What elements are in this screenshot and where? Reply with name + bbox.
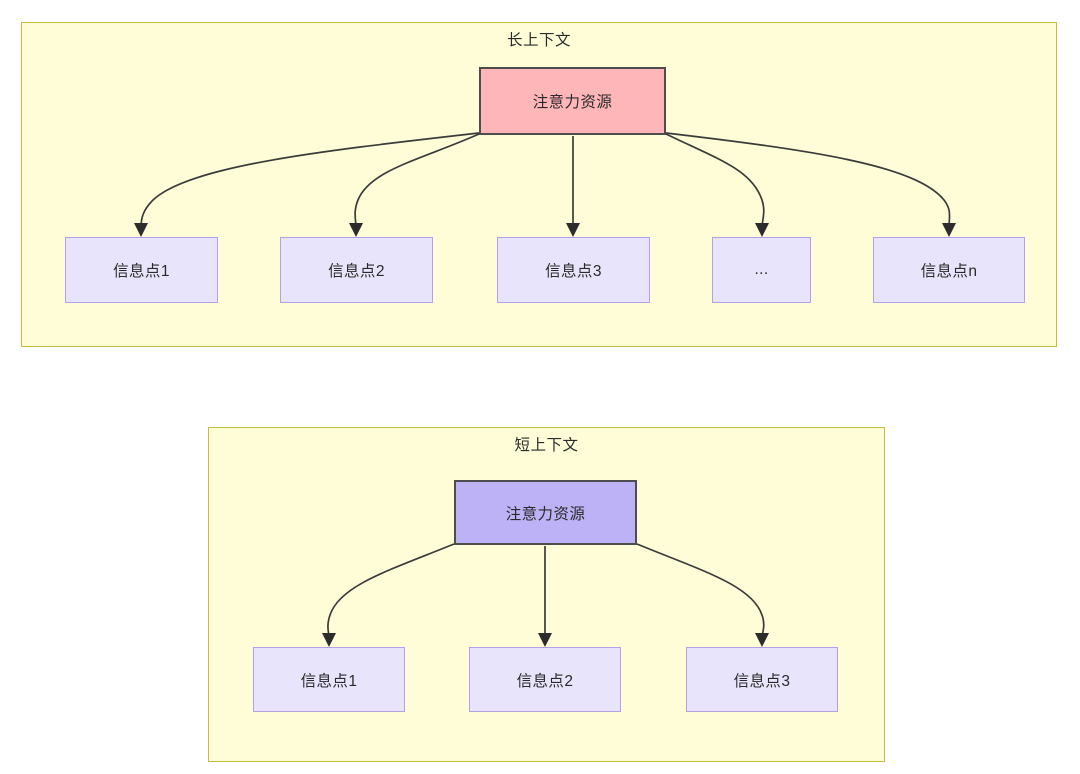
node-short-info-3-label: 信息点3 (733, 672, 791, 690)
node-attention-short[interactable]: 注意力资源 (454, 480, 637, 545)
node-short-info-2-label: 信息点2 (516, 672, 574, 690)
node-long-info-1[interactable]: 信息点1 (65, 237, 218, 303)
node-attention-long[interactable]: 注意力资源 (479, 67, 666, 135)
node-attention-short-label: 注意力资源 (505, 505, 586, 523)
node-short-info-1[interactable]: 信息点1 (253, 647, 405, 712)
node-long-info-n[interactable]: 信息点n (873, 237, 1025, 303)
node-short-info-1-label: 信息点1 (300, 672, 358, 690)
node-long-info-n-label: 信息点n (920, 263, 978, 280)
node-long-info-3-label: 信息点3 (545, 263, 602, 280)
node-long-info-1-label: 信息点1 (113, 263, 170, 280)
node-short-info-2[interactable]: 信息点2 (469, 647, 621, 712)
group-long-context-title: 长上下文 (506, 32, 571, 49)
node-short-info-3[interactable]: 信息点3 (686, 647, 838, 712)
group-short-context-title: 短上下文 (514, 437, 579, 454)
node-long-info-ellipsis[interactable]: ... (712, 237, 811, 303)
node-long-info-3[interactable]: 信息点3 (497, 237, 650, 303)
node-attention-long-label: 注意力资源 (532, 94, 613, 111)
node-long-info-2[interactable]: 信息点2 (280, 237, 433, 303)
node-long-info-2-label: 信息点2 (328, 263, 385, 280)
node-long-info-ellipsis-label: ... (754, 261, 769, 278)
